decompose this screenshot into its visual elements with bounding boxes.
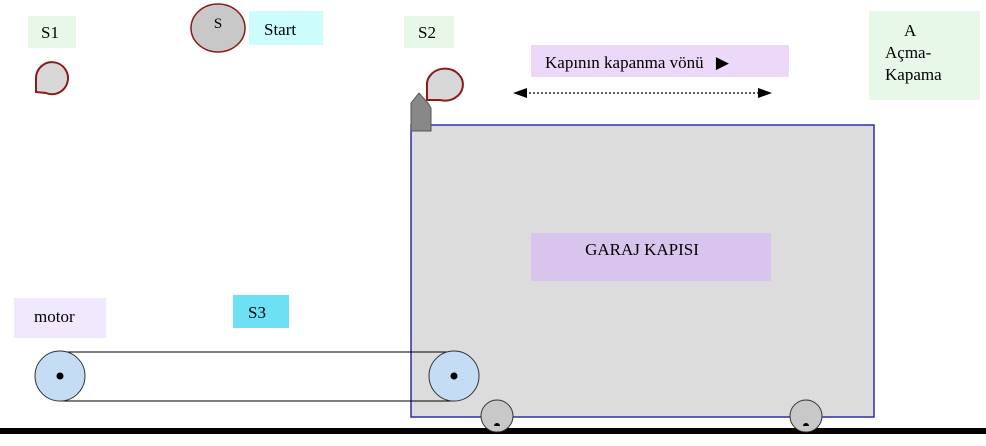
start-button-circle: [190, 3, 246, 53]
s2-label: S2: [404, 16, 454, 48]
s1-label: S1: [28, 16, 76, 48]
door-label: GARAJ KAPISI: [585, 240, 699, 259]
motor-label: motor: [14, 298, 106, 338]
door-wheel-right-hub: [803, 423, 809, 426]
door-wheel-right: [789, 399, 823, 433]
mode-label: A Açma- Kapama: [869, 11, 980, 100]
direction-play-icon: ▶: [715, 53, 729, 72]
s3-label: S3: [233, 295, 289, 328]
start-button-label: S: [213, 16, 223, 32]
mode-label-line3: Kapama: [885, 65, 942, 84]
door-wheel-left: [480, 399, 514, 433]
mode-label-line1: A: [904, 21, 917, 40]
start-label: Start: [249, 11, 323, 45]
s2-actuator: [410, 92, 432, 132]
direction-label: Kapının kapanma vönü ▶: [531, 45, 789, 77]
direction-arrow-right-head: [758, 88, 772, 98]
s1-sensor-icon: [35, 61, 69, 96]
door-wheel-left-hub: [494, 423, 500, 426]
mode-label-line2: Açma-: [885, 43, 932, 62]
s2-sensor-icon: [425, 67, 464, 102]
direction-text: Kapının kapanma vönü: [545, 53, 704, 72]
idler-pulley-axle: [450, 372, 458, 380]
motor-pulley-axle: [56, 372, 64, 380]
door-label-box: [531, 233, 771, 281]
direction-arrow-left-head: [513, 88, 527, 98]
